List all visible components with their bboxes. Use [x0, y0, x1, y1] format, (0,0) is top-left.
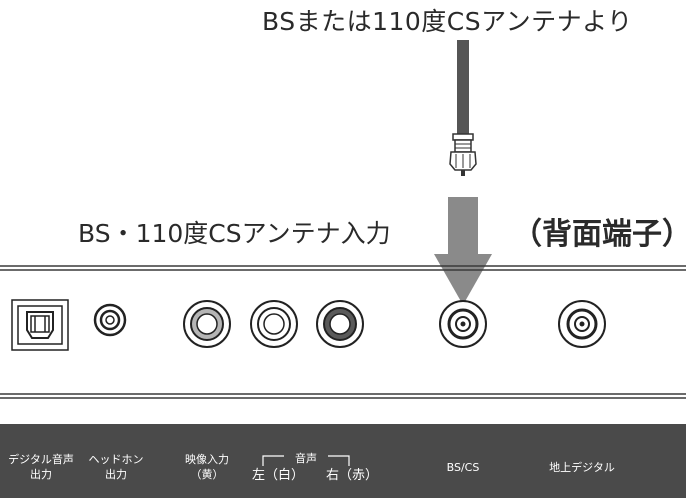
caption-digital-audio-out-line1: デジタル音声 [8, 453, 74, 466]
caption-bar: デジタル音声 出力 ヘッドホン 出力 映像入力 （黄） 音声 左（白） 右（赤）… [0, 424, 686, 498]
antenna-source-label: BSまたは110度CSアンテナより [262, 7, 633, 36]
antenna-cable-icon [449, 40, 477, 176]
audio-left-jack-icon [250, 300, 298, 348]
audio-right-jack-icon [316, 300, 364, 348]
caption-video-in-line1: 映像入力 [185, 453, 229, 466]
caption-headphone-out-line2: 出力 [105, 468, 127, 481]
bs-cs-antenna-terminal-icon [439, 300, 487, 348]
caption-digital-audio-out: デジタル音声 出力 [8, 452, 74, 482]
caption-headphone-out: ヘッドホン 出力 [89, 452, 144, 482]
terrestrial-antenna-terminal-icon [558, 300, 606, 348]
caption-bs-cs: BS/CS [446, 461, 480, 474]
caption-terrestrial: 地上デジタル [549, 461, 615, 474]
video-input-jack-icon [183, 300, 231, 348]
optical-port-icon [11, 299, 69, 351]
caption-audio-left: 左（白） [251, 468, 305, 483]
caption-headphone-out-line1: ヘッドホン [88, 453, 144, 466]
caption-audio: 音声 [295, 452, 317, 465]
rear-panel-diagram [0, 40, 686, 399]
arrow-down-icon [434, 197, 492, 305]
panel-border [0, 265, 686, 399]
caption-digital-audio-out-line2: 出力 [30, 468, 52, 481]
audio-bracket [262, 455, 350, 466]
headphone-jack-icon [93, 303, 127, 337]
caption-video-in-line2: （黄） [190, 468, 224, 481]
antenna-input-label: BS・110度CSアンテナ入力 [78, 219, 391, 248]
rear-terminal-label: （背面端子） [512, 217, 686, 252]
caption-audio-right: 右（赤） [325, 468, 379, 483]
caption-video-in: 映像入力 （黄） [185, 452, 229, 482]
